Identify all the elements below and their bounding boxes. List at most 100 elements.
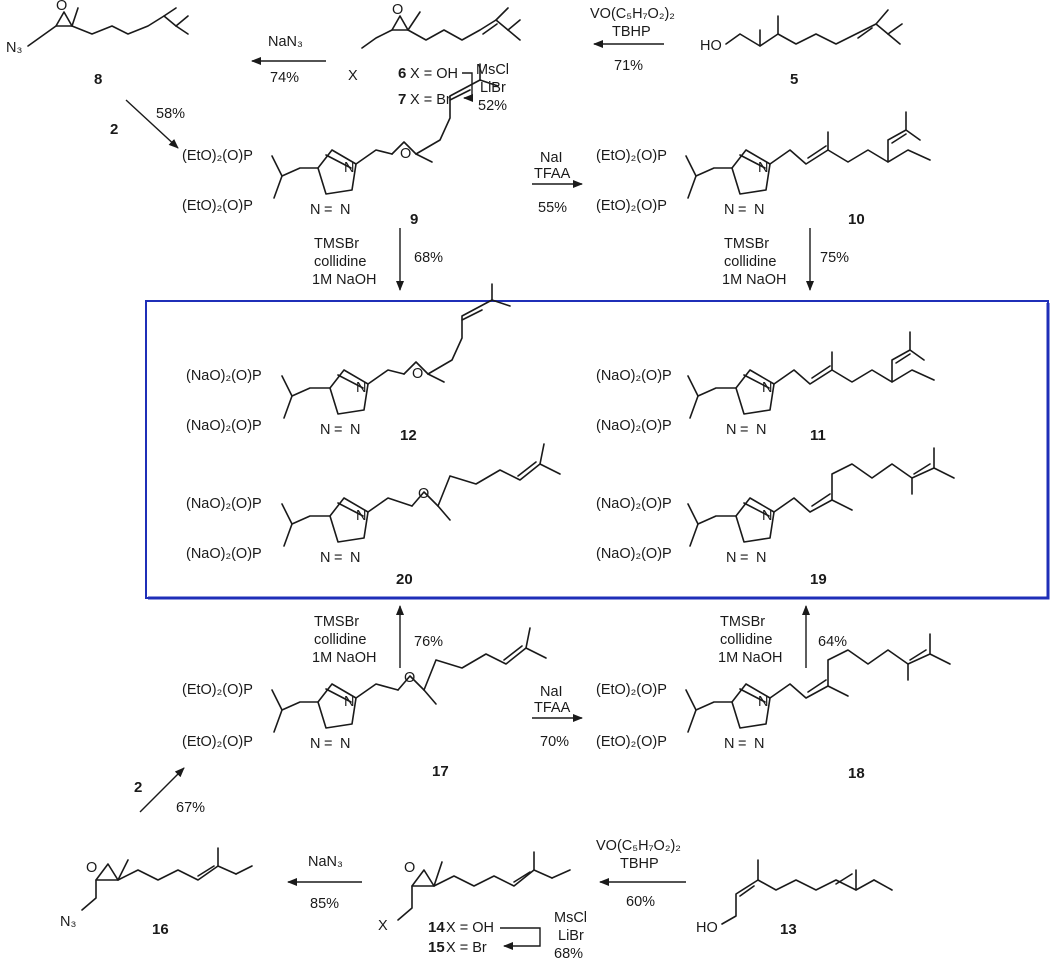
triazole-n3: N [724,736,734,752]
epoxide-o-label: O [56,0,67,14]
compound-19-number: 19 [810,571,827,588]
compound-18-structure [685,633,951,733]
n3-label: N₃ [6,40,22,56]
compound-15-number: 15 [428,939,445,956]
compound-17-structure [271,627,547,733]
reagent-nan3: NaN₃ [308,854,343,870]
triazole-eq: = [334,422,342,438]
compound-9-structure [271,63,499,199]
triazole-n1: N [344,160,354,176]
triazole-eq: = [738,202,746,218]
yield-75: 75% [820,250,849,266]
epoxide-o-label: O [412,366,423,382]
yield-74: 74% [270,70,299,86]
phosphonate-bottom: (NaO)₂(O)P [596,546,672,562]
phosphonate-bottom: (NaO)₂(O)P [596,418,672,434]
triazole-eq: = [334,550,342,566]
reagent-libr: LiBr [480,80,506,96]
yield-85: 85% [310,896,339,912]
epoxide-o-label: O [418,486,429,502]
yield-68: 68% [414,250,443,266]
phosphonate-bottom: (EtO)₂(O)P [182,198,253,214]
triazole-n2: N [756,422,766,438]
phosphonate-top: (EtO)₂(O)P [182,682,253,698]
triazole-n3: N [320,422,330,438]
x-oh-label: X = OH [446,920,494,936]
compound-8-number: 8 [94,71,102,88]
yield-76: 76% [414,634,443,650]
compound-12-number: 12 [400,427,417,444]
compound-11-number: 11 [810,427,826,444]
phosphonate-bottom: (EtO)₂(O)P [182,734,253,750]
compound-5-structure [725,9,903,47]
phosphonate-bottom: (NaO)₂(O)P [186,418,262,434]
triazole-n3: N [726,550,736,566]
phosphonate-bottom: (NaO)₂(O)P [186,546,262,562]
compound-9-number: 9 [410,211,418,228]
reagent-nan3: NaN₃ [268,34,303,50]
reagent-mscl: MsCl [554,910,587,926]
triazole-n1: N [762,380,772,396]
reagent-tbhp: TBHP [620,856,659,872]
triazole-n2: N [754,202,764,218]
reagent-naoh: 1M NaOH [312,272,376,288]
compound-19-structure [687,447,955,547]
triazole-eq: = [738,736,746,752]
reagent-tmsbr: TMSBr [314,614,359,630]
yield-68b: 68% [554,946,583,962]
compound-7-number: 7 [398,91,406,108]
compound-6-number: 6 [398,65,406,82]
epoxide-o-label: O [404,860,415,876]
reagent-tmsbr: TMSBr [314,236,359,252]
compound-16-structure [81,847,253,911]
compound-5-number: 5 [790,71,798,88]
phosphonate-top: (EtO)₂(O)P [182,148,253,164]
reagent-collidine: collidine [720,632,772,648]
reagent-nai: NaI [540,150,563,166]
triazole-n3: N [724,202,734,218]
triazole-n2: N [340,736,350,752]
reagent-naoh: 1M NaOH [722,272,786,288]
x-br-label: X = Br [410,92,451,108]
compound-13-structure [721,859,893,925]
compound-16-number: 16 [152,921,169,938]
compound-20-number: 20 [396,571,413,588]
compound-10-number: 10 [848,211,865,228]
triazole-n3: N [310,202,320,218]
reagent-tfaa: TFAA [534,166,571,182]
phosphonate-bottom: (EtO)₂(O)P [596,198,667,214]
triazole-n1: N [344,694,354,710]
triazole-n1: N [758,694,768,710]
x-label: X [378,918,388,934]
n3-label: N₃ [60,914,76,930]
epoxide-o-label: O [404,670,415,686]
compound-2-label: 2 [110,121,118,138]
phosphonate-top: (NaO)₂(O)P [186,368,262,384]
x-label: X [348,68,358,84]
reagent-naoh: 1M NaOH [312,650,376,666]
reagent-tfaa: TFAA [534,700,571,716]
epoxide-o-label: O [400,146,411,162]
yield-67: 67% [176,800,205,816]
reagent-naoh: 1M NaOH [718,650,782,666]
compound-20-structure [281,443,561,547]
arrow-16-to-17 [139,767,185,813]
triazole-n2: N [350,550,360,566]
reagent-mscl: MsCl [476,62,509,78]
triazole-eq: = [740,422,748,438]
compound-8-structure [27,7,189,47]
reagent-nai: NaI [540,684,563,700]
triazole-n2: N [340,202,350,218]
triazole-n1: N [356,508,366,524]
product-box-shadow [148,303,1050,600]
epoxide-o-label: O [86,860,97,876]
triazole-eq: = [740,550,748,566]
x-br-label: X = Br [446,940,487,956]
reagent-vo: VO(C₅H₇O₂)₂ [596,838,681,854]
triazole-eq: = [324,736,332,752]
yield-55: 55% [538,200,567,216]
compound-14-15-structure [397,851,571,921]
reagent-tbhp: TBHP [612,24,651,40]
phosphonate-top: (EtO)₂(O)P [596,148,667,164]
